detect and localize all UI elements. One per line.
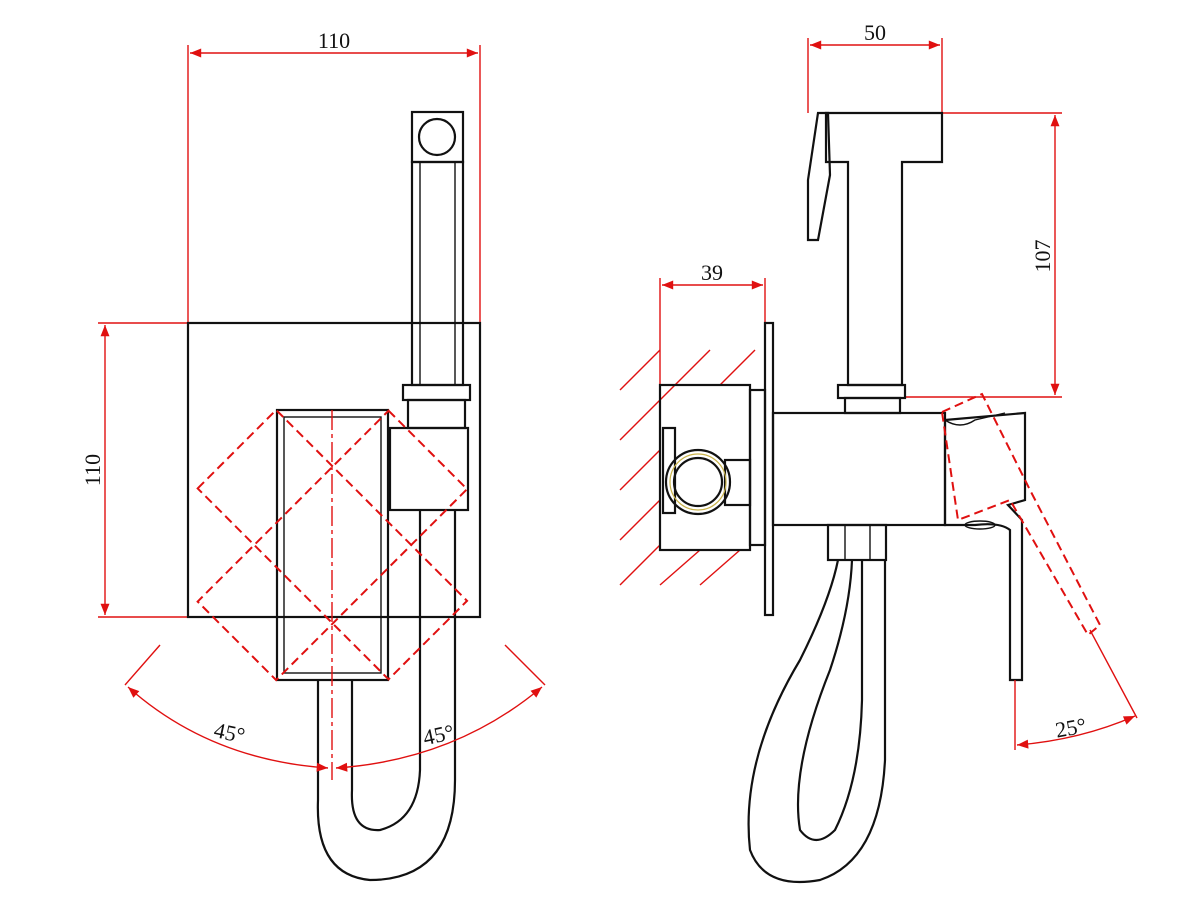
wall-plate — [186, 321, 482, 619]
mixer-lever — [943, 411, 1027, 682]
hose-inner — [350, 510, 422, 832]
box-depth-dimension: 39 — [659, 260, 766, 385]
lever-angle-arc: 25° — [1014, 629, 1138, 750]
shower-head-front — [401, 110, 472, 430]
mixer-body — [771, 411, 947, 527]
front-height-dimension: 110 — [80, 322, 188, 618]
front-view: 110 110 — [80, 28, 546, 882]
head-height-label: 107 — [1030, 240, 1055, 273]
right-angle-label: 45° — [421, 719, 456, 750]
front-width-label: 110 — [318, 28, 350, 53]
front-height-label: 110 — [80, 454, 105, 486]
lever-angle-label: 25° — [1053, 713, 1088, 743]
cover-plate — [763, 321, 775, 617]
hose-outer — [316, 510, 457, 882]
wall-hatching — [619, 349, 756, 586]
outlet-block — [388, 426, 470, 512]
in-wall-box — [658, 383, 767, 552]
head-width-label: 50 — [864, 20, 886, 45]
shower-head-side — [806, 111, 944, 415]
handle-rotation-positions — [196, 408, 469, 780]
front-angle-arcs: 45° 45° — [124, 644, 546, 772]
head-width-dimension: 50 — [807, 20, 943, 113]
lever-rotation-position — [940, 392, 1102, 637]
box-depth-label: 39 — [701, 260, 723, 285]
head-height-dimension: 107 — [905, 112, 1062, 398]
hose-side — [747, 523, 888, 884]
side-view: 39 50 107 — [619, 20, 1138, 884]
front-width-dimension: 110 — [187, 28, 481, 323]
